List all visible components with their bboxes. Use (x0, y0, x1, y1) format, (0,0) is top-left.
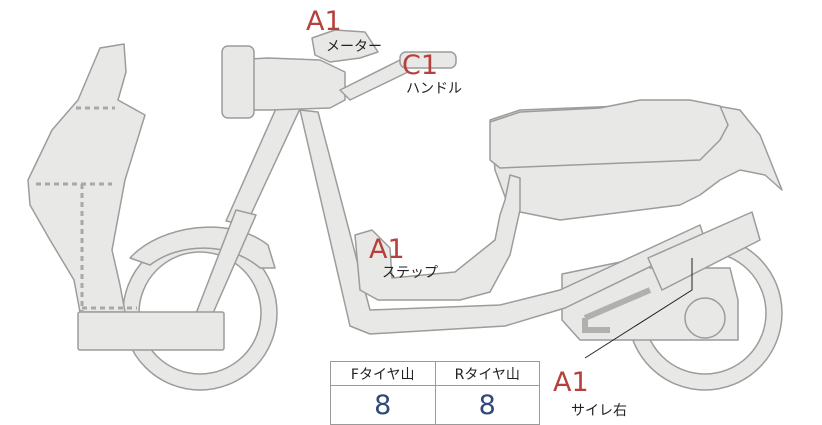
tire-label: サイレ右 (571, 403, 627, 419)
meter-label: メーター (326, 39, 382, 55)
seat (489, 99, 729, 169)
rear-tread-value: 8 (434, 385, 540, 425)
tire-grade: A1 (553, 367, 589, 398)
front-footboard (77, 311, 225, 351)
front-tread-value: 8 (330, 385, 436, 425)
handle-grade: C1 (402, 50, 439, 81)
floor-step (354, 174, 521, 301)
rear-hub (684, 297, 726, 339)
handlebar (339, 59, 409, 101)
meter-grade: A1 (306, 6, 342, 37)
leg-shield (27, 43, 146, 313)
handle-grip (399, 51, 457, 69)
handle-label: ハンドル (406, 81, 462, 97)
front-tread-header: Fタイヤ山 (330, 361, 436, 386)
step-grade: A1 (369, 234, 405, 265)
tire-leader-line (584, 258, 693, 359)
tread-depth-table: Fタイヤ山 Rタイヤ山 8 8 (330, 361, 540, 425)
muffler (647, 211, 761, 291)
meter (311, 29, 379, 63)
step-label: ステップ (382, 265, 438, 281)
rear-tread-header: Rタイヤ山 (434, 361, 540, 386)
headlight-lens (221, 45, 255, 119)
